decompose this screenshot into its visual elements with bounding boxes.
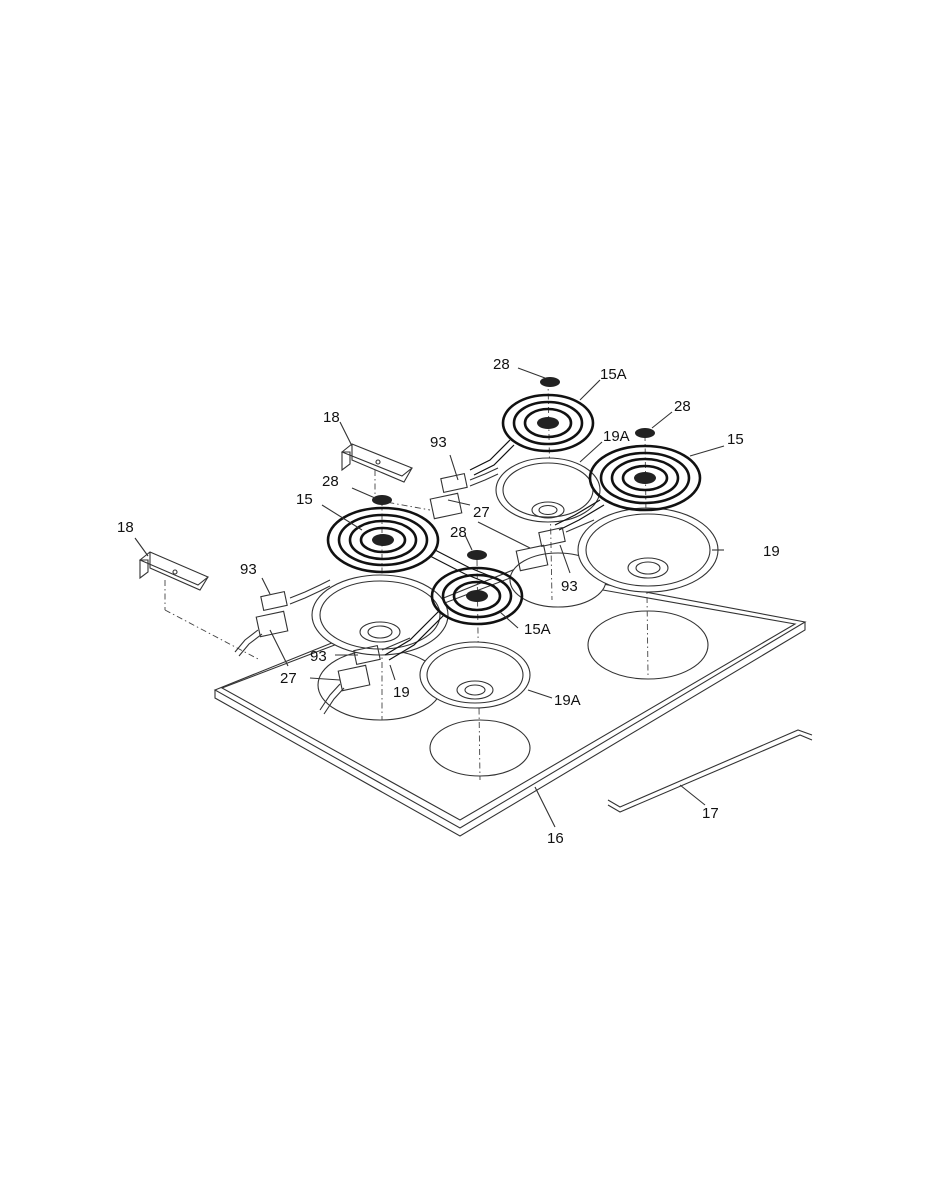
part-labels: 28 15A 28 19A 15 19 18 93 28 15 27 28 18… — [117, 356, 780, 847]
receptacle-mid — [440, 467, 499, 493]
leader-lines — [134, 367, 725, 828]
terminal-block-left — [234, 610, 289, 657]
label-19A-front: 19A — [554, 692, 581, 709]
label-15-front: 15 — [296, 491, 313, 508]
label-15-rear: 15 — [727, 431, 744, 448]
mounting-bracket-mid — [340, 443, 414, 483]
label-28-rear-small: 28 — [493, 356, 510, 373]
terminal-block-front — [319, 664, 371, 715]
label-16: 16 — [547, 830, 564, 847]
receptacle-rear — [538, 519, 595, 547]
label-19A-rear: 19A — [603, 428, 630, 445]
drip-pan-small-front — [419, 641, 531, 709]
center-cap-2 — [635, 428, 655, 438]
drip-pan-large-rear — [577, 507, 719, 593]
support-wire — [607, 729, 813, 813]
label-27-left: 27 — [280, 670, 297, 687]
receptacle-front — [353, 637, 411, 665]
label-27-mid: 27 — [473, 504, 490, 521]
label-18-left: 18 — [117, 519, 134, 536]
terminal-block-rear — [515, 544, 549, 572]
cooktop-trim-frame — [213, 552, 807, 837]
label-15A-rear: 15A — [600, 366, 627, 383]
label-15A-front: 15A — [524, 621, 551, 638]
center-cap-3 — [372, 495, 392, 505]
label-93-front: 93 — [310, 648, 327, 665]
label-19-rear: 19 — [763, 543, 780, 560]
label-18-mid: 18 — [323, 409, 340, 426]
label-17: 17 — [702, 805, 719, 822]
center-cap-1 — [540, 377, 560, 387]
surface-element-large-rear — [554, 444, 702, 531]
terminal-block-mid — [429, 492, 463, 520]
drip-pan-small-rear — [495, 457, 601, 523]
surface-element-small-front — [384, 566, 524, 661]
label-93-mid: 93 — [430, 434, 447, 451]
center-cap-4 — [467, 550, 487, 560]
surface-element-small-rear — [469, 393, 595, 476]
label-93-left: 93 — [240, 561, 257, 578]
label-28-front-large: 28 — [322, 473, 339, 490]
label-28-rear-large: 28 — [674, 398, 691, 415]
label-19-front: 19 — [393, 684, 410, 701]
drip-pan-large-front — [311, 574, 449, 656]
receptacle-left — [260, 579, 331, 611]
surface-element-large-front — [326, 506, 501, 587]
label-93-rear: 93 — [561, 578, 578, 595]
label-28-front-small: 28 — [450, 524, 467, 541]
mounting-bracket-left — [138, 551, 210, 591]
